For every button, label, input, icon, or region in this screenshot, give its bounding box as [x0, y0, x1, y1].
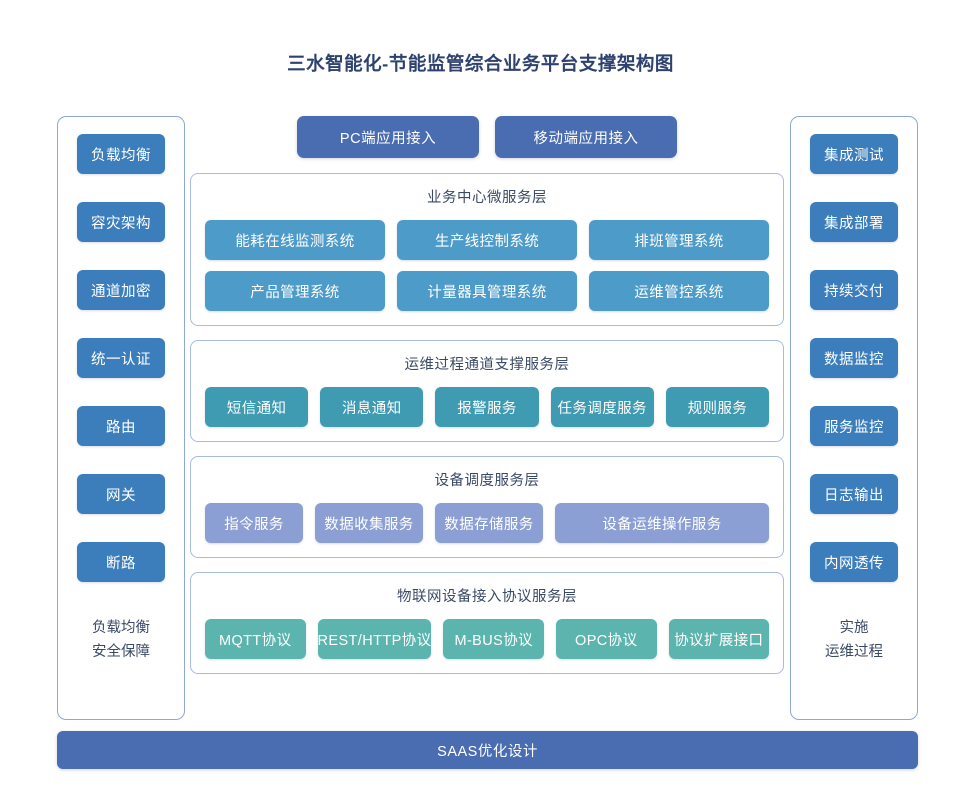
card-energy-monitoring-system[interactable]: 能耗在线监测系统 — [205, 220, 385, 260]
card-mqtt-protocol[interactable]: MQTT协议 — [205, 619, 306, 659]
card-production-line-control-system[interactable]: 生产线控制系统 — [397, 220, 577, 260]
sidebar-item-data-monitoring[interactable]: 数据监控 — [810, 338, 898, 378]
access-button-pc[interactable]: PC端应用接入 — [297, 116, 479, 158]
sidebar-item-disaster-recovery[interactable]: 容灾架构 — [77, 202, 165, 242]
page-title: 三水智能化-节能监管综合业务平台支撑架构图 — [287, 53, 674, 74]
card-message-notification[interactable]: 消息通知 — [320, 387, 424, 427]
left-column-footer-line1: 负载均衡 — [92, 620, 150, 636]
layer-device-row-1: 指令服务 数据收集服务 数据存储服务 设备运维操作服务 — [205, 503, 769, 543]
right-column-footer: 实施 运维过程 — [825, 616, 883, 664]
sidebar-item-integration-test[interactable]: 集成测试 — [810, 134, 898, 174]
card-sms-notification[interactable]: 短信通知 — [205, 387, 309, 427]
saas-optimization-bar[interactable]: SAAS优化设计 — [57, 731, 918, 769]
access-button-mobile[interactable]: 移动端应用接入 — [495, 116, 677, 158]
card-data-collection-service[interactable]: 数据收集服务 — [315, 503, 423, 543]
card-rule-service[interactable]: 规则服务 — [665, 387, 770, 427]
layer-ops-row-1: 短信通知 消息通知 报警服务 任务调度服务 规则服务 — [205, 387, 770, 427]
layer-business-row-1: 能耗在线监测系统 生产线控制系统 排班管理系统 — [205, 220, 769, 260]
layer-title-business: 业务中心微服务层 — [427, 190, 547, 206]
layer-title-device: 设备调度服务层 — [434, 473, 540, 489]
layer-protocol-row-1: MQTT协议 REST/HTTP协议 M-BUS协议 OPC协议 协议扩展接口 — [205, 619, 770, 659]
layer-title-ops: 运维过程通道支撑服务层 — [404, 357, 570, 373]
application-access-row: PC端应用接入 移动端应用接入 — [190, 116, 784, 158]
left-column-footer-line2: 安全保障 — [92, 644, 150, 660]
layer-ops-channel-support: 运维过程通道支撑服务层 短信通知 消息通知 报警服务 任务调度服务 规则服务 — [190, 340, 784, 442]
card-alarm-service[interactable]: 报警服务 — [435, 387, 539, 427]
card-rest-http-protocol[interactable]: REST/HTTP协议 — [317, 619, 432, 659]
card-product-management-system[interactable]: 产品管理系统 — [205, 271, 385, 311]
sidebar-item-circuit-breaker[interactable]: 断路 — [77, 542, 165, 582]
card-metering-device-management-system[interactable]: 计量器具管理系统 — [397, 271, 577, 311]
layer-business-microservice: 业务中心微服务层 能耗在线监测系统 生产线控制系统 排班管理系统 产品管理系统 … — [190, 173, 784, 326]
sidebar-item-service-monitoring[interactable]: 服务监控 — [810, 406, 898, 446]
card-device-ops-operation-service[interactable]: 设备运维操作服务 — [555, 503, 769, 543]
sidebar-item-intranet-tunnel[interactable]: 内网透传 — [810, 542, 898, 582]
sidebar-item-routing[interactable]: 路由 — [77, 406, 165, 446]
card-shift-management-system[interactable]: 排班管理系统 — [589, 220, 769, 260]
sidebar-item-channel-encryption[interactable]: 通道加密 — [77, 270, 165, 310]
card-data-storage-service[interactable]: 数据存储服务 — [435, 503, 543, 543]
sidebar-item-unified-auth[interactable]: 统一认证 — [77, 338, 165, 378]
card-opc-protocol[interactable]: OPC协议 — [556, 619, 657, 659]
left-capability-column: 负载均衡 容灾架构 通道加密 统一认证 路由 网关 断路 负载均衡 安全保障 — [57, 116, 185, 720]
sidebar-item-integration-deploy[interactable]: 集成部署 — [810, 202, 898, 242]
architecture-center-stack: PC端应用接入 移动端应用接入 业务中心微服务层 能耗在线监测系统 生产线控制系… — [190, 116, 784, 688]
left-column-footer: 负载均衡 安全保障 — [92, 616, 150, 664]
layer-title-protocol: 物联网设备接入协议服务层 — [397, 589, 577, 605]
right-column-footer-line1: 实施 — [839, 620, 869, 636]
layer-iot-protocol-access: 物联网设备接入协议服务层 MQTT协议 REST/HTTP协议 M-BUS协议 … — [190, 572, 784, 674]
right-column-footer-line2: 运维过程 — [825, 644, 883, 660]
right-devops-column: 集成测试 集成部署 持续交付 数据监控 服务监控 日志输出 内网透传 实施 运维… — [790, 116, 918, 720]
card-task-scheduling-service[interactable]: 任务调度服务 — [550, 387, 654, 427]
sidebar-item-log-output[interactable]: 日志输出 — [810, 474, 898, 514]
sidebar-item-continuous-delivery[interactable]: 持续交付 — [810, 270, 898, 310]
sidebar-item-load-balance[interactable]: 负载均衡 — [77, 134, 165, 174]
card-command-service[interactable]: 指令服务 — [205, 503, 303, 543]
sidebar-item-gateway[interactable]: 网关 — [77, 474, 165, 514]
layer-business-row-2: 产品管理系统 计量器具管理系统 运维管控系统 — [205, 271, 769, 311]
layer-device-scheduling: 设备调度服务层 指令服务 数据收集服务 数据存储服务 设备运维操作服务 — [190, 456, 784, 558]
card-ops-control-system[interactable]: 运维管控系统 — [589, 271, 769, 311]
card-mbus-protocol[interactable]: M-BUS协议 — [443, 619, 544, 659]
card-protocol-extension-interface[interactable]: 协议扩展接口 — [668, 619, 770, 659]
